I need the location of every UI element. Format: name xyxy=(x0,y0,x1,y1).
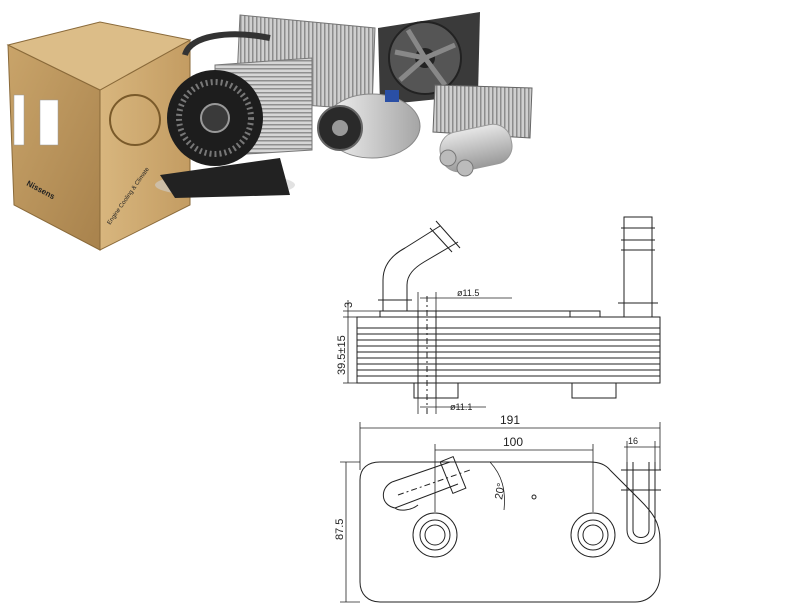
slanted-inlet-tube-top xyxy=(382,455,471,511)
dim-port-spacing-label: 100 xyxy=(503,435,523,449)
dimension-labels: 3 39.5±15 ø11.5 ø11.1 191 100 16 87.5 20… xyxy=(334,288,638,540)
technical-drawing: 3 39.5±15 ø11.5 ø11.1 191 100 16 87.5 20… xyxy=(334,216,661,603)
ac-pipe-image xyxy=(182,31,271,57)
dim-upper-pipe-label: ø11.5 xyxy=(457,288,479,298)
dim-pipe-diameter-label: 16 xyxy=(628,436,638,446)
cardboard-box: Nissens Engine Cooling & Climate xyxy=(6,21,192,251)
side-view xyxy=(356,216,661,414)
bent-outlet-tube-top xyxy=(621,462,661,544)
bottom-boss-right xyxy=(571,382,617,399)
outlet-port xyxy=(570,512,616,558)
cooler-body-side xyxy=(356,316,661,384)
dim-overall-length-label: 191 xyxy=(500,413,520,427)
dim-top-offset-label: 3 xyxy=(343,302,355,308)
dim-width-label: 87.5 xyxy=(334,519,346,540)
top-view xyxy=(359,455,661,603)
product-photo-collage: Nissens Engine Cooling & Climate xyxy=(6,12,533,251)
dim-angle-label: 20° xyxy=(493,482,508,500)
inlet-port xyxy=(412,512,458,558)
blower-motor-image xyxy=(155,70,295,198)
cooling-fan-image xyxy=(378,12,480,105)
side-view-dimensions xyxy=(343,292,512,414)
heater-core-image xyxy=(432,84,533,139)
straight-outlet-pipe xyxy=(618,216,658,318)
dim-lower-pipe-label: ø11.1 xyxy=(450,402,472,412)
receiver-drier-image xyxy=(439,123,513,177)
cooler-body-top xyxy=(359,461,661,603)
dim-height-label: 39.5±15 xyxy=(336,335,348,375)
top-view-dimensions xyxy=(340,422,661,603)
ac-compressor-image xyxy=(317,90,421,159)
bent-inlet-pipe xyxy=(378,220,461,311)
